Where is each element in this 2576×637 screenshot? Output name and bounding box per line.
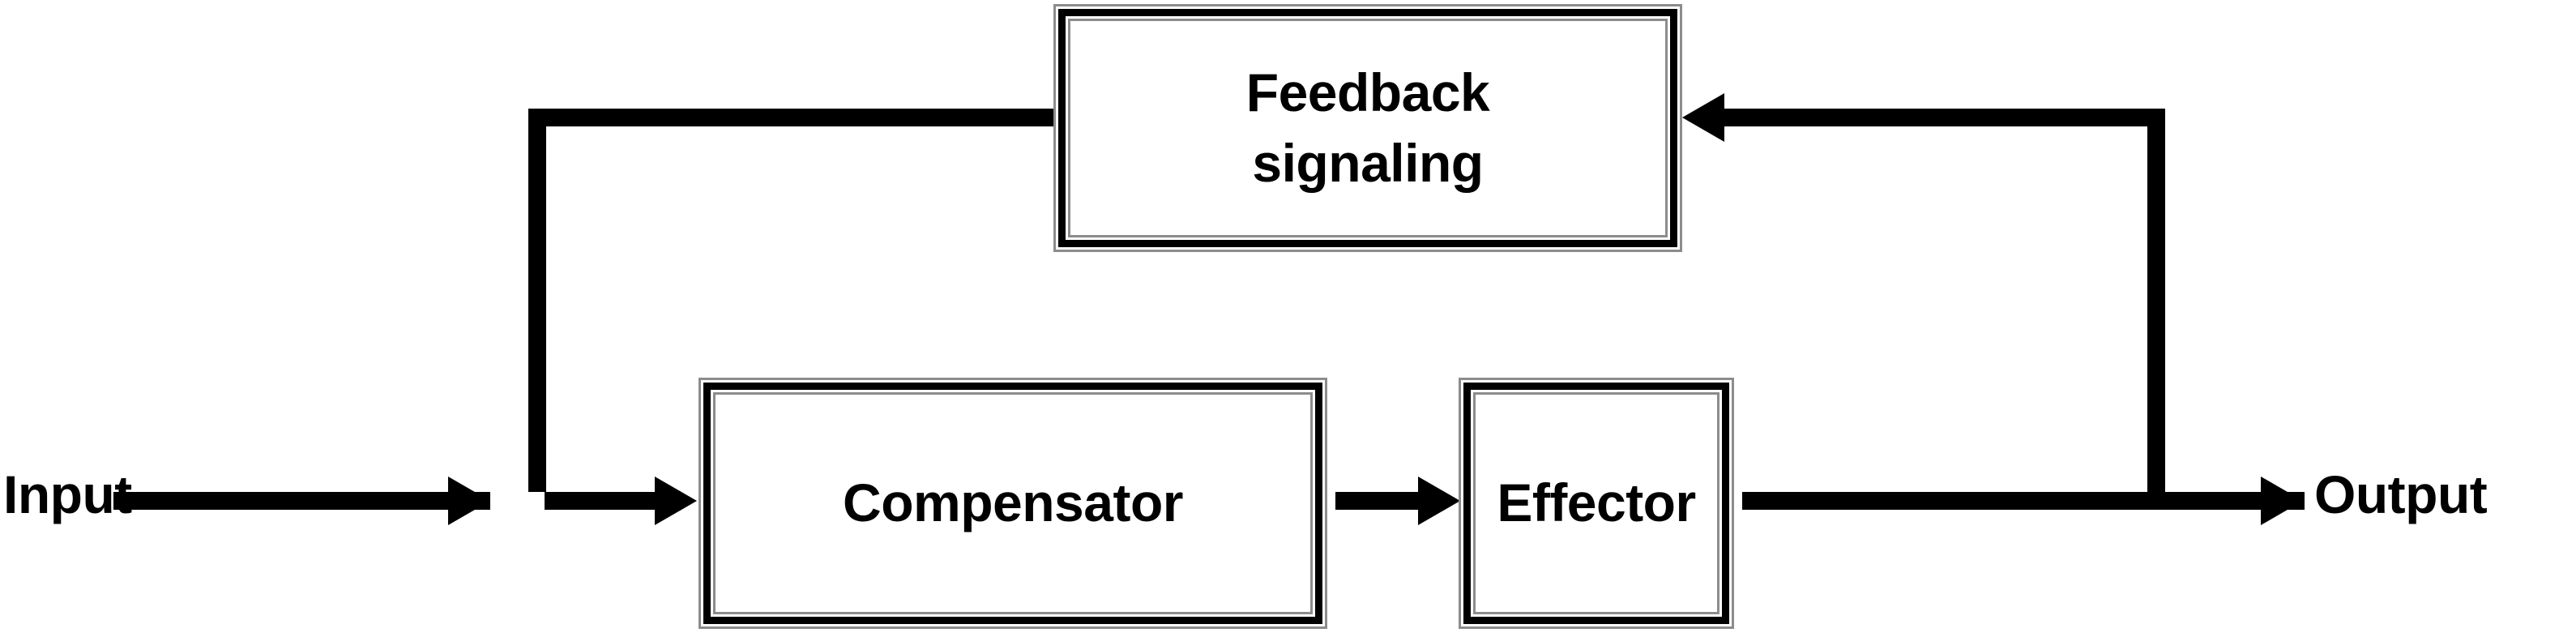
arrow-into-feedback-box xyxy=(1682,93,1724,142)
wire-effector-to-feedback xyxy=(1724,109,2165,126)
block-feedback-signaling-border: Feedback signaling xyxy=(1058,9,1677,247)
block-feedback-signaling-label: Feedback signaling xyxy=(1245,62,1490,193)
arrow-to-output xyxy=(2261,477,2303,525)
wire-input-to-junction xyxy=(113,492,490,510)
block-feedback-signaling-inner: Feedback signaling xyxy=(1068,19,1668,237)
block-effector-border: Effector xyxy=(1463,383,1729,624)
input-label: Input xyxy=(3,464,132,524)
wire-output-riser xyxy=(2147,109,2165,492)
block-effector[interactable]: Effector xyxy=(1459,378,1734,629)
wire-feedback-to-junction-top xyxy=(528,109,1057,126)
block-effector-label: Effector xyxy=(1497,472,1696,533)
block-compensator-border: Compensator xyxy=(703,383,1322,624)
block-compensator[interactable]: Compensator xyxy=(698,378,1327,629)
arrow-input-to-junction xyxy=(448,477,490,525)
wire-effector-to-output xyxy=(1742,492,2305,510)
wire-feedback-downcomer xyxy=(528,109,546,492)
block-feedback-signaling[interactable]: Feedback signaling xyxy=(1053,4,1682,252)
block-effector-inner: Effector xyxy=(1473,392,1719,614)
wire-junction-to-compensator xyxy=(545,492,656,510)
arrow-into-compensator xyxy=(655,477,697,525)
arrow-into-effector xyxy=(1418,477,1460,525)
wire-compensator-to-effector xyxy=(1335,492,1423,510)
block-compensator-label: Compensator xyxy=(843,472,1183,533)
block-compensator-inner: Compensator xyxy=(713,392,1313,614)
output-label: Output xyxy=(2314,464,2488,524)
